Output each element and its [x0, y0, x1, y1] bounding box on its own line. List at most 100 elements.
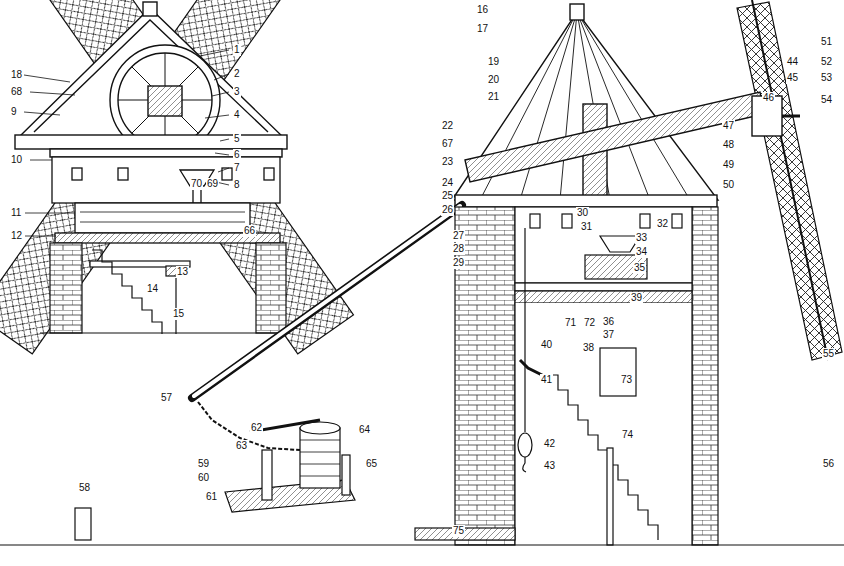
tower-walls [585, 255, 647, 279]
callout-number: 40 [540, 339, 553, 351]
callout-number: 60 [197, 472, 210, 484]
callout-number: 61 [205, 491, 218, 503]
tower-walls [524, 228, 525, 432]
callout-number: 18 [10, 69, 23, 81]
callout-number: 57 [160, 392, 173, 404]
tower-walls [562, 214, 572, 228]
callout-number: 55 [822, 348, 835, 360]
callout-number: 17 [476, 23, 489, 35]
front-base [40, 243, 290, 334]
callout-number: 29 [452, 257, 465, 269]
front-sails [0, 0, 353, 354]
callout-number: 8 [233, 179, 241, 191]
front-base [92, 250, 162, 334]
callout-number: 54 [820, 94, 833, 106]
front-cap [143, 2, 157, 16]
callout-number: 19 [487, 56, 500, 68]
front-base [40, 332, 290, 333]
callout-number: 71 [564, 317, 577, 329]
tower-walls [640, 214, 650, 228]
front-room [80, 212, 245, 222]
callout-number: 51 [820, 36, 833, 48]
callout-number: 25 [441, 190, 454, 202]
callout-number: 64 [358, 424, 371, 436]
callout-number: 7 [233, 162, 241, 174]
leader-line [24, 75, 70, 82]
callout-number: 39 [630, 292, 643, 304]
front-cap [118, 53, 212, 147]
callout-number: 20 [487, 74, 500, 86]
front-base [175, 278, 176, 334]
callout-number: 37 [602, 329, 615, 341]
callout-number: 4 [233, 109, 241, 121]
callout-number: 50 [722, 179, 735, 191]
callout-number: 44 [786, 56, 799, 68]
leader-line [220, 139, 229, 141]
tower-walls [515, 283, 692, 291]
callout-number: 9 [10, 106, 18, 118]
front-room [264, 168, 274, 180]
leader-line [30, 160, 52, 161]
callout-number: 47 [722, 120, 735, 132]
leader-line [205, 115, 229, 118]
callout-number: 11 [10, 207, 22, 219]
front-base [256, 243, 286, 333]
callout-number: 52 [820, 56, 833, 68]
leader-line [24, 112, 60, 115]
callout-number: 1 [233, 44, 241, 56]
callout-number: 66 [243, 225, 256, 237]
tower-walls [523, 457, 526, 472]
callout-number: 72 [583, 317, 596, 329]
callout-number: 6 [233, 149, 241, 161]
tower-walls [692, 207, 718, 545]
callout-number: 32 [656, 218, 669, 230]
leader-line [218, 168, 229, 172]
callout-number: 38 [582, 342, 595, 354]
front-cap [15, 2, 287, 157]
winch [300, 428, 340, 488]
callout-number: 35 [633, 262, 646, 274]
tower-walls [518, 433, 532, 457]
callout-number: 42 [543, 438, 556, 450]
callout-number: 65 [365, 458, 378, 470]
callout-number: 27 [452, 230, 465, 242]
tower-walls [548, 375, 658, 540]
callout-number: 67 [441, 138, 454, 150]
callout-number: 46 [762, 92, 775, 104]
tower-walls [455, 207, 718, 545]
winch [198, 402, 355, 512]
winch [300, 440, 340, 476]
tower-cap [570, 4, 584, 20]
front-room [75, 203, 250, 233]
callout-number: 58 [78, 482, 91, 494]
callout-number: 15 [172, 308, 185, 320]
callout-number: 53 [820, 72, 833, 84]
callout-number: 28 [452, 243, 465, 255]
tower-walls [530, 214, 540, 228]
front-base [50, 243, 82, 333]
callout-number: 24 [441, 177, 454, 189]
callout-number: 30 [576, 207, 589, 219]
tower-walls [515, 303, 692, 545]
front-cap [118, 53, 212, 147]
tower-cap [782, 115, 800, 118]
leader-line [200, 50, 229, 56]
tower-walls [515, 303, 692, 545]
callout-number: 45 [786, 72, 799, 84]
callout-number: 36 [602, 316, 615, 328]
tower-cap [452, 4, 800, 216]
callout-number: 22 [441, 120, 454, 132]
callout-number: 16 [476, 4, 489, 16]
callout-number: 31 [580, 221, 593, 233]
front-room [52, 157, 280, 203]
tower-walls [515, 207, 692, 283]
front-cap [15, 135, 287, 149]
tail-pole [192, 205, 462, 398]
callout-number: 48 [722, 139, 735, 151]
callout-number: 73 [620, 374, 633, 386]
callout-number: 70 [190, 178, 203, 190]
callout-number: 59 [197, 458, 210, 470]
tower-walls [607, 448, 613, 545]
